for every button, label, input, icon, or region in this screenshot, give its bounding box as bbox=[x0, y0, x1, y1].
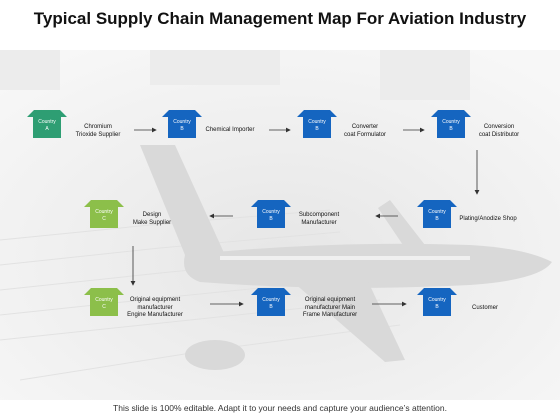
country-b-icon-converter: Country B bbox=[297, 110, 337, 138]
node-label-chromium: Chromium Trioxide Supplier bbox=[75, 124, 121, 138]
country-code: B bbox=[435, 216, 439, 222]
country-b-icon-chemical: Country B bbox=[162, 110, 202, 138]
node-label-design: Design Make Supplier bbox=[132, 212, 172, 226]
country-b-icon-oem-frame: Country B bbox=[251, 288, 291, 316]
country-code: B bbox=[315, 126, 319, 132]
node-label-converter: Converter coat Formulator bbox=[343, 124, 386, 138]
country-label: Country bbox=[442, 119, 460, 125]
country-code: B bbox=[269, 216, 273, 222]
country-b-icon-conversion: Country B bbox=[431, 110, 471, 138]
node-label-subcomponent: Subcomponent Manufacturer bbox=[298, 212, 340, 226]
country-code: B bbox=[435, 304, 439, 310]
footer-caption: This slide is 100% editable. Adapt it to… bbox=[113, 403, 447, 413]
country-code: C bbox=[102, 304, 106, 310]
country-b-icon-subcomponent: Country B bbox=[251, 200, 291, 228]
country-b-icon-plating: Country B bbox=[417, 200, 457, 228]
country-label: Country bbox=[95, 297, 113, 303]
country-code: A bbox=[45, 126, 49, 132]
country-code: B bbox=[269, 304, 273, 310]
node-label-oem-frame: Original equipment manufacturer Main Fra… bbox=[302, 297, 358, 318]
country-label: Country bbox=[262, 297, 280, 303]
country-code: B bbox=[180, 126, 184, 132]
country-c-icon-design: Country C bbox=[84, 200, 124, 228]
country-code: C bbox=[102, 216, 106, 222]
country-label: Country bbox=[38, 119, 56, 125]
country-label: Country bbox=[428, 209, 446, 215]
country-a-icon-chromium: Country A bbox=[27, 110, 67, 138]
country-label: Country bbox=[95, 209, 113, 215]
country-label: Country bbox=[262, 209, 280, 215]
node-label-plating: Plating/Anodize Shop bbox=[459, 216, 517, 222]
node-label-oem-engine: Original equipment manufacturer Engine M… bbox=[127, 297, 183, 318]
country-b-icon-customer: Country B bbox=[417, 288, 457, 316]
node-label-customer: Customer bbox=[471, 305, 498, 311]
node-label-conversion: Conversion coat Distributor bbox=[478, 124, 520, 138]
country-label: Country bbox=[428, 297, 446, 303]
node-label-chemical: Chemical Importer bbox=[205, 127, 255, 133]
country-label: Country bbox=[308, 119, 326, 125]
country-label: Country bbox=[173, 119, 191, 125]
country-code: B bbox=[449, 126, 453, 132]
country-c-icon-oem-engine: Country C bbox=[84, 288, 124, 316]
page-title: Typical Supply Chain Management Map For … bbox=[33, 9, 527, 28]
